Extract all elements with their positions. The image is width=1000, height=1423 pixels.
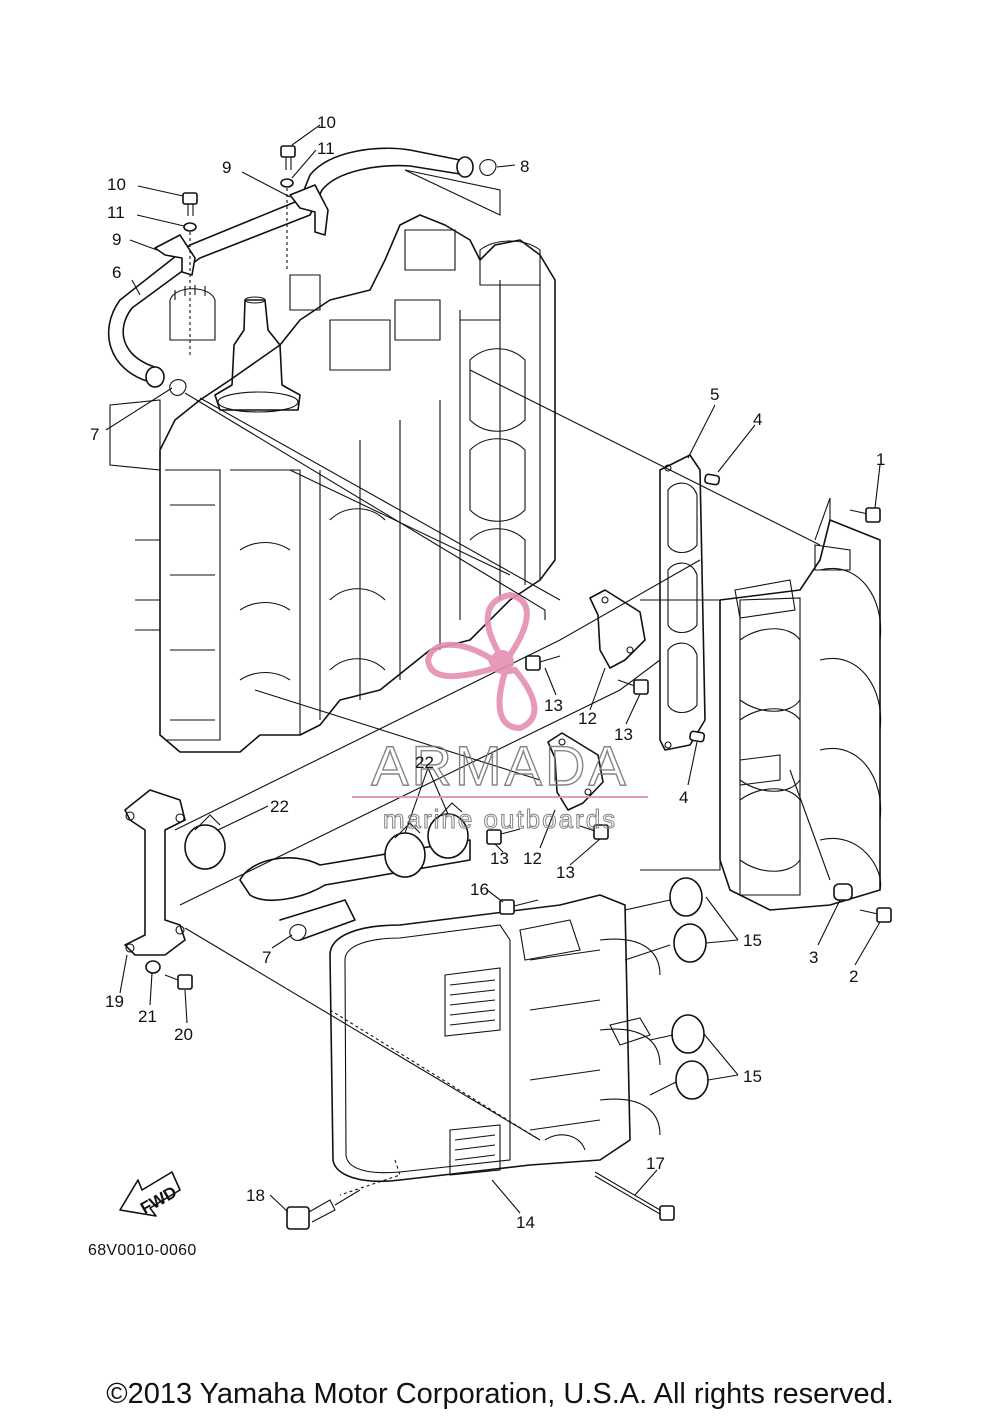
bolt-13-d (579, 824, 609, 840)
callout-20: 20 (174, 1025, 193, 1044)
bolt-13-c (486, 828, 521, 845)
dowel-4-top (704, 473, 721, 486)
bolt-2 (859, 907, 892, 923)
callout-9-top: 9 (222, 158, 231, 177)
sensor-18 (286, 1189, 361, 1230)
bolt-17 (594, 1171, 675, 1221)
bolt-10-left (182, 192, 198, 216)
throttle-body-assembly (719, 519, 882, 911)
bolt-13-a (525, 655, 561, 671)
callout-11-top: 11 (317, 139, 335, 158)
clip-7-lower (289, 924, 307, 941)
callout-3: 3 (809, 948, 818, 967)
callout-12-bottom: 12 (523, 849, 542, 868)
part-code: 68V0010-0060 (88, 1242, 197, 1259)
callout-12-top: 12 (578, 709, 597, 728)
callout-11-left: 11 (107, 203, 125, 222)
fwd-arrow-icon: FWD (119, 1171, 181, 1218)
callout-22-left: 22 (270, 797, 289, 816)
collar-3 (833, 883, 853, 901)
callout-8: 8 (520, 157, 529, 176)
parts-diagram: FWD (90, 113, 892, 1232)
copyright-notice: ©2013 Yamaha Motor Corporation, U.S.A. A… (106, 1378, 894, 1410)
cylinder-block (109, 214, 556, 753)
callout-21: 21 (138, 1007, 157, 1026)
callout-16: 16 (470, 880, 489, 899)
callout-5: 5 (710, 385, 719, 404)
callout-13-a: 13 (544, 696, 563, 715)
callout-6: 6 (112, 263, 121, 282)
gasket-5 (659, 454, 706, 751)
callout-13-b: 13 (614, 725, 633, 744)
bolt-16 (499, 899, 539, 915)
callout-7-lower: 7 (262, 948, 271, 967)
callout-4-top: 4 (753, 410, 762, 429)
callout-19: 19 (105, 992, 124, 1011)
clip-7-upper (169, 379, 187, 396)
callout-9-left: 9 (112, 230, 121, 249)
o-ring-15-c (671, 1014, 705, 1054)
callout-14: 14 (516, 1213, 535, 1232)
callout-13-c: 13 (490, 849, 509, 868)
washer-11-top (280, 178, 294, 188)
callout-10-top: 10 (317, 113, 336, 132)
callout-4-bottom: 4 (679, 788, 688, 807)
callout-15-top: 15 (743, 931, 762, 950)
callout-1: 1 (876, 450, 885, 469)
bracket-19 (124, 789, 186, 956)
callout-17: 17 (646, 1154, 665, 1173)
intake-pipe (184, 802, 471, 901)
o-ring-15-d (675, 1060, 709, 1100)
callout-7-upper: 7 (90, 425, 99, 444)
callout-2: 2 (849, 967, 858, 986)
bolt-1 (849, 507, 881, 523)
callout-18: 18 (246, 1186, 265, 1205)
washer-21 (145, 960, 161, 974)
callout-22-center: 22 (415, 753, 434, 772)
o-ring-15-a (669, 877, 703, 917)
propeller-logo-icon (424, 591, 538, 732)
watermark-brand: ARMADA (371, 734, 629, 797)
dowel-4-bottom (689, 730, 706, 743)
intake-silencer (329, 894, 661, 1183)
callout-15-bottom: 15 (743, 1067, 762, 1086)
bracket-12-top (589, 589, 646, 669)
bolt-20 (164, 974, 193, 990)
washer-11-left (183, 222, 197, 232)
watermark-tagline: marine outboards (383, 804, 617, 834)
watermark: ARMADA marine outboards (352, 591, 648, 835)
breather-hose (107, 147, 497, 388)
o-ring-15-b (673, 923, 707, 963)
callout-10-left: 10 (107, 175, 126, 194)
callout-13-d: 13 (556, 863, 575, 882)
bracket-12-bottom (547, 732, 604, 811)
bolt-10-top (280, 145, 296, 170)
bolt-13-b (617, 679, 649, 695)
